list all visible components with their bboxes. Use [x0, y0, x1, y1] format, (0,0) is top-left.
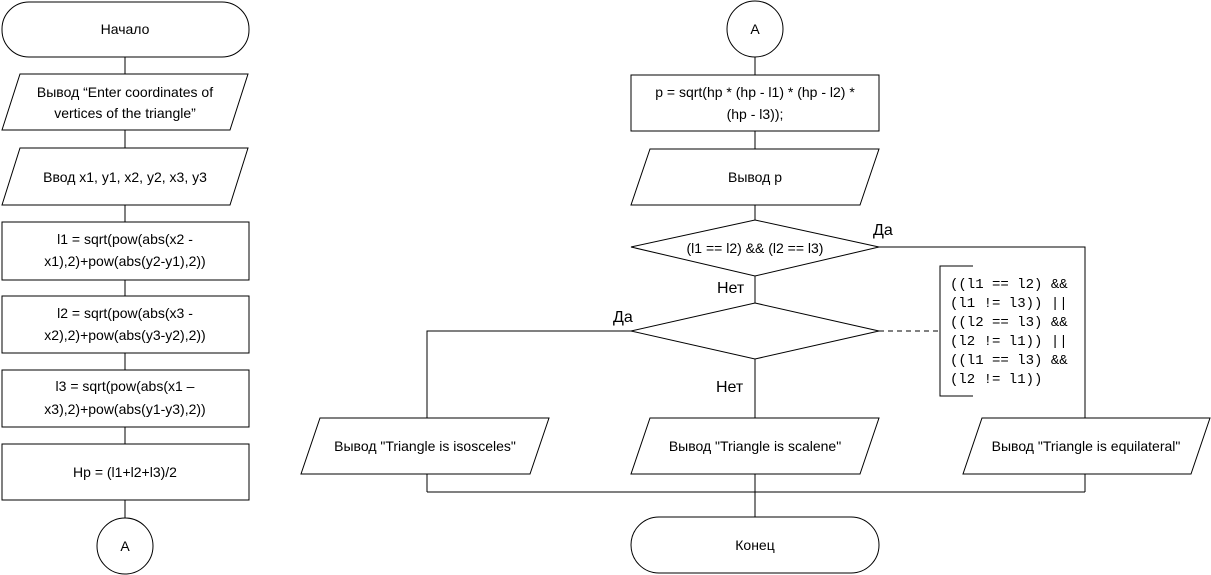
- annotation-bracket: [939, 265, 973, 397]
- process-shape: [1, 443, 250, 501]
- output-prompt-block: Вывод “Enter coordinates of vertices of …: [1, 73, 249, 131]
- terminator-shape: [1, 1, 250, 58]
- no-label: Нет: [716, 379, 744, 396]
- right-column-lines: [426, 57, 1086, 517]
- decision-shape: [630, 302, 880, 360]
- connector-a-label: A: [120, 538, 130, 554]
- start-terminator: Начало: [1, 1, 250, 58]
- calc-hp-label: Hp = (l1+l2+l3)/2: [73, 464, 177, 480]
- input-coords-block: Ввод x1, y1, x2, y2, x3, y3: [1, 147, 249, 206]
- output-isosceles-block: Вывод "Triangle is isosceles": [300, 417, 550, 475]
- io-shape: [300, 417, 550, 475]
- calc-l2-line-2: x2),2)+pow(abs(y3-y2),2)): [44, 327, 205, 343]
- end-label: Конец: [735, 537, 774, 553]
- annotation-line-3: ((l2 == l3) &&: [950, 315, 1068, 331]
- connector-a-top-label: A: [750, 21, 760, 37]
- no-label: Нет: [717, 280, 745, 297]
- decision-equilateral: (l1 == l2) && (l2 == l3): [630, 219, 880, 277]
- yes-branch-line: [426, 330, 631, 418]
- decision-equilateral-label: (l1 == l2) && (l2 == l3): [687, 240, 824, 256]
- calc-area-block: p = sqrt(hp * (hp - l1) * (hp - l2) * (h…: [630, 74, 880, 132]
- calc-area-line-2: (hp - l3));: [727, 106, 784, 122]
- output-prompt-line-1: Вывод “Enter coordinates of: [37, 84, 213, 100]
- io-shape: [630, 148, 880, 206]
- decision-shape: [630, 219, 880, 277]
- io-shape: [630, 417, 880, 475]
- process-shape: [1, 369, 250, 428]
- calc-area-line-1: p = sqrt(hp * (hp - l1) * (hp - l2) *: [655, 84, 855, 100]
- output-isosceles-label: Вывод "Triangle is isosceles": [334, 438, 516, 454]
- terminator-shape: [630, 516, 880, 574]
- annotation-line-1: ((l1 == l2) &&: [950, 277, 1068, 293]
- connector-a-top: A: [726, 0, 784, 58]
- calc-l2-line-1: l2 = sqrt(pow(abs(x3 -: [57, 305, 193, 321]
- annotation-line-4: (l2 != l1)) ||: [950, 334, 1068, 350]
- output-equilateral-block: Вывод "Triangle is equilateral": [962, 417, 1211, 475]
- calc-l3-block: l3 = sqrt(pow(abs(x1 – x3),2)+pow(abs(y1…: [1, 369, 250, 428]
- annotation-line-5: ((l1 == l3) &&: [950, 353, 1068, 369]
- connector-circle: [96, 517, 154, 575]
- io-shape: [1, 147, 249, 206]
- yes-branch-line: [879, 246, 1086, 418]
- calc-l1-line-1: l1 = sqrt(pow(abs(x2 -: [57, 231, 193, 247]
- calc-l3-line-2: x3),2)+pow(abs(y1-y3),2)): [44, 401, 205, 417]
- output-scalene-block: Вывод "Triangle is scalene": [630, 417, 880, 475]
- yes-label: Да: [873, 222, 893, 239]
- calc-l3-line-1: l3 = sqrt(pow(abs(x1 –: [56, 378, 195, 394]
- process-shape: [630, 74, 880, 132]
- calc-l2-block: l2 = sqrt(pow(abs(x3 - x2),2)+pow(abs(y3…: [1, 295, 250, 354]
- end-terminator: Конец: [630, 516, 880, 574]
- output-prompt-line-2: vertices of the triangle”: [54, 105, 196, 121]
- io-shape: [962, 417, 1211, 475]
- process-shape: [1, 295, 250, 354]
- annotation-condition: ((l1 == l2) && (l1 != l3)) || ((l2 == l3…: [950, 277, 1068, 388]
- yes-label: Да: [613, 309, 633, 326]
- calc-l1-block: l1 = sqrt(pow(abs(x2 - x1),2)+pow(abs(y2…: [1, 221, 250, 281]
- output-scalene-label: Вывод "Triangle is scalene": [669, 438, 841, 454]
- output-area-label: Вывод p: [728, 169, 782, 185]
- connector-circle: [726, 0, 784, 58]
- output-area-block: Вывод p: [630, 148, 880, 206]
- process-shape: [1, 221, 250, 281]
- start-label: Начало: [101, 21, 150, 37]
- decision-isosceles: [630, 302, 880, 360]
- output-equilateral-label: Вывод "Triangle is equilateral": [992, 438, 1181, 454]
- input-coords-label: Ввод x1, y1, x2, y2, x3, y3: [43, 169, 207, 185]
- calc-hp-block: Hp = (l1+l2+l3)/2: [1, 443, 250, 501]
- annotation-line-2: (l1 != l3)) ||: [950, 296, 1068, 312]
- calc-l1-line-2: x1),2)+pow(abs(y2-y1),2)): [44, 253, 205, 269]
- io-shape: [1, 73, 249, 131]
- annotation-line-6: (l2 != l1)): [950, 372, 1042, 388]
- connector-a-bottom: A: [96, 517, 154, 575]
